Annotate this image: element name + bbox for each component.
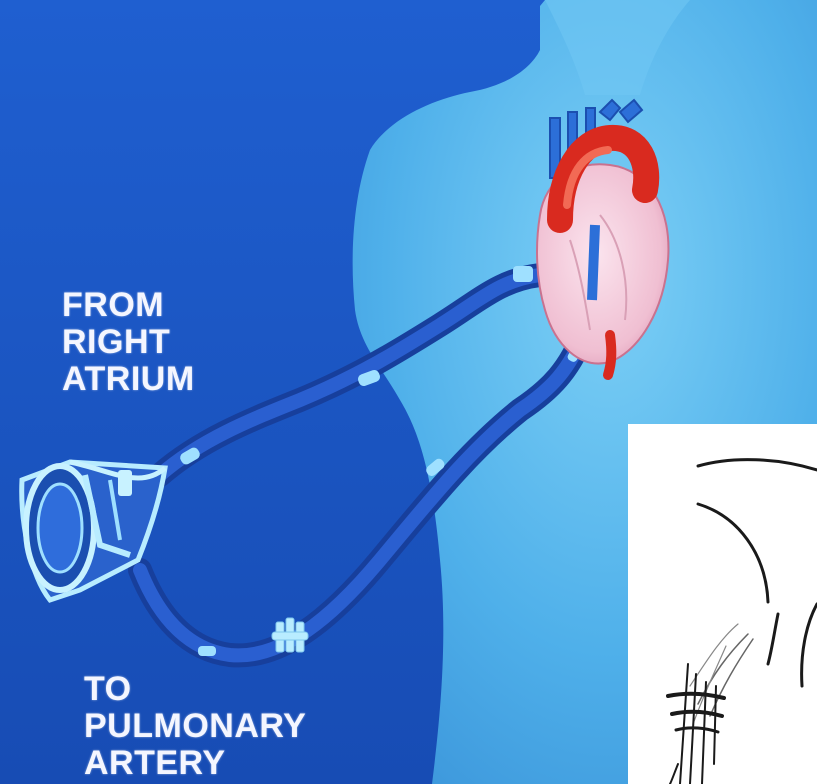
line-sketch [628, 424, 817, 784]
label-line: ATRIUM [62, 361, 195, 398]
label-line: RIGHT [62, 324, 195, 361]
sketch-inset [628, 424, 817, 784]
label-line: PULMONARY [84, 708, 306, 745]
to-pulmonary-artery-label: TO PULMONARY ARTERY [84, 671, 306, 782]
from-right-atrium-label: FROM RIGHT ATRIUM [62, 287, 195, 398]
label-line: ARTERY [84, 745, 306, 782]
label-line: TO [84, 671, 306, 708]
tube-clamp [272, 618, 308, 652]
label-line: FROM [62, 287, 195, 324]
